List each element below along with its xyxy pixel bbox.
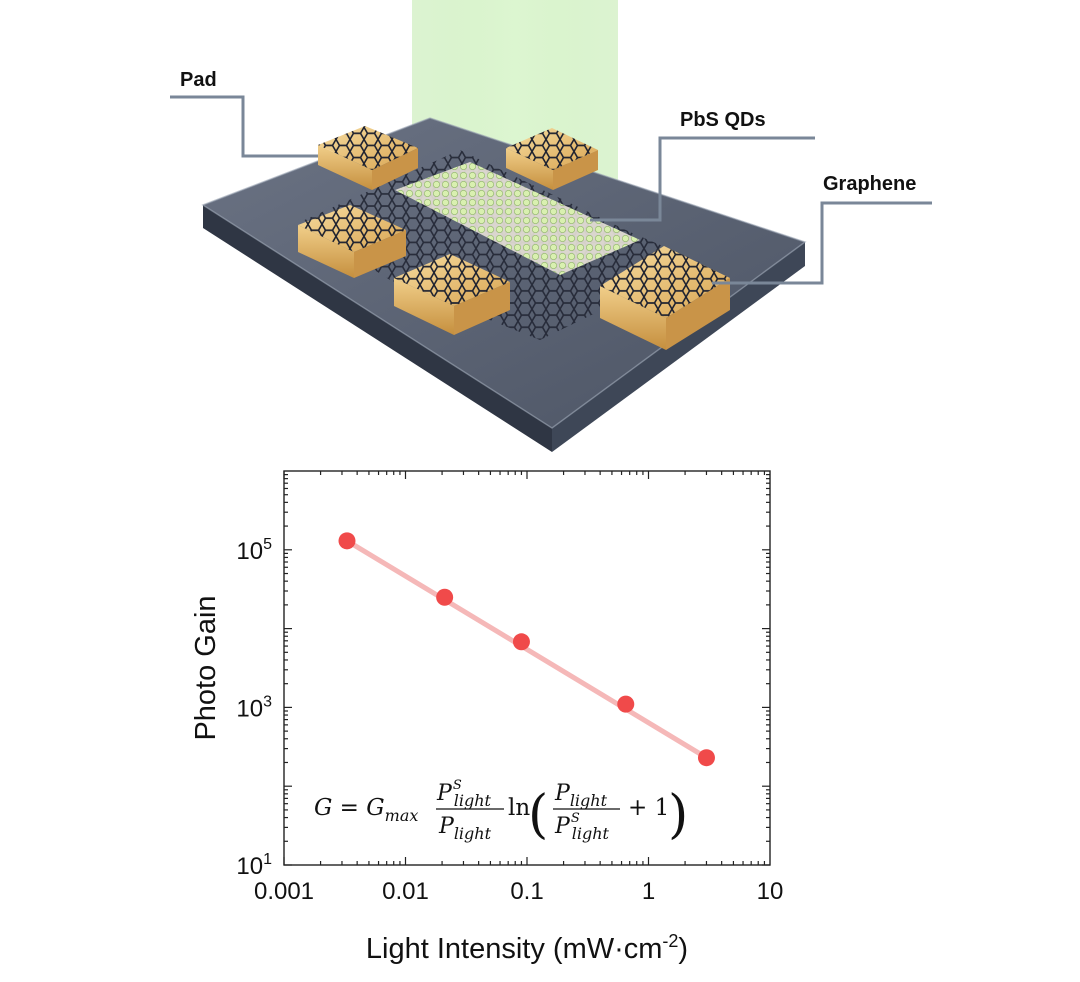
x-axis-title-end: ) bbox=[678, 933, 688, 965]
data-point bbox=[617, 695, 635, 713]
y-tick-label: 103 bbox=[236, 693, 272, 722]
pad-label: Pad bbox=[180, 69, 217, 91]
y-tick-label: 105 bbox=[236, 536, 272, 565]
equation-inner-num: Plight bbox=[554, 781, 608, 810]
equation-lhs: G = Gmax bbox=[314, 795, 418, 825]
x-tick-label: 0.001 bbox=[254, 878, 314, 905]
equation-plus-one: + 1 bbox=[628, 795, 669, 821]
equation-num-sub: light bbox=[454, 791, 492, 810]
x-tick-label: 1 bbox=[642, 878, 655, 905]
data-point bbox=[697, 749, 715, 767]
equation-num-sup: S bbox=[453, 778, 462, 793]
equation-den-sub: light bbox=[454, 824, 492, 843]
x-tick-labels: 0.001 0.01 0.1 1 10 bbox=[254, 878, 783, 905]
device-illustration: Pad PbS QDs Graphene bbox=[170, 0, 932, 452]
equation-paren-open: ( bbox=[528, 785, 548, 845]
x-axis-title-main: Light Intensity (mW·cm bbox=[366, 933, 663, 965]
equation-den: Plight bbox=[438, 814, 492, 843]
ticks-layer bbox=[283, 471, 770, 866]
pad-back-right bbox=[506, 128, 598, 190]
y-tick-label: 101 bbox=[236, 851, 272, 880]
substrate-right-side bbox=[552, 242, 805, 452]
y-axis-title: Photo Gain bbox=[190, 595, 222, 740]
graphene-leader-line bbox=[712, 201, 932, 285]
pbs-leader-line bbox=[590, 136, 815, 222]
fit-line bbox=[344, 538, 709, 761]
pad-front-left bbox=[298, 205, 406, 278]
equation-inner-num-sub: light bbox=[570, 791, 608, 810]
equation-paren-close: ) bbox=[668, 785, 688, 845]
pbs-qds-label: PbS QDs bbox=[680, 109, 766, 131]
graphene-label: Graphene bbox=[823, 173, 916, 195]
x-tick-label: 0.1 bbox=[510, 878, 543, 905]
x-axis-title: Light Intensity (mW·cm-2) bbox=[366, 931, 688, 965]
equation-inner-den-sup: S bbox=[571, 811, 580, 826]
equation-inner-den-sub: light bbox=[572, 824, 610, 843]
data-point bbox=[512, 633, 530, 651]
leader-lines bbox=[170, 95, 932, 285]
pad-front-right bbox=[600, 246, 730, 350]
pad-leader-line bbox=[170, 95, 318, 158]
x-axis-title-sup: -2 bbox=[662, 931, 678, 951]
y-tick-labels: 101 103 105 bbox=[236, 536, 272, 880]
data-point bbox=[338, 532, 356, 550]
x-tick-label: 0.01 bbox=[382, 878, 429, 905]
photo-gain-chart: 0.001 0.01 0.1 1 10 101 103 105 Light Intensit… bbox=[190, 470, 783, 965]
pad-back-left bbox=[318, 126, 418, 190]
pbs-qd-layer bbox=[395, 162, 640, 275]
x-tick-label: 10 bbox=[757, 878, 784, 905]
data-points bbox=[338, 532, 715, 767]
equation-gmax-sub: max bbox=[385, 806, 419, 825]
substrate-left-side bbox=[203, 205, 552, 452]
equation-ln: ln bbox=[508, 795, 530, 821]
pad-front-middle bbox=[394, 254, 510, 335]
data-point bbox=[436, 588, 454, 606]
